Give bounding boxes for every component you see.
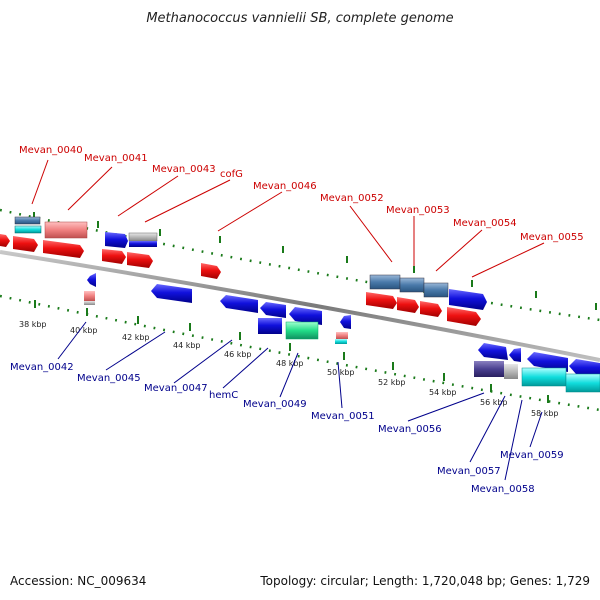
gene-steel [14,216,41,225]
top-major-ticks [33,212,597,310]
gene-pink [84,291,95,301]
scale-label: 38 kbp [19,320,47,329]
gene-label: Mevan_0052 [320,193,384,204]
gene-blue [258,318,282,334]
bottom-gene-labels: Mevan_0042 Mevan_0045 Mevan_0047 hemC Me… [10,362,564,495]
genome-backbone [0,250,600,362]
gene-steel [423,282,449,298]
top-callout-lines [31,159,545,278]
gene-red-arrow [13,236,38,252]
scale-label: 44 kbp [173,341,201,350]
gene-label: Mevan_0047 [144,383,208,394]
gene-red-arrow [397,297,419,313]
bottom-major-ticks [34,300,549,403]
gene-green [285,321,319,340]
gene-blue-arrow [509,348,521,362]
gene-red-arrow [127,252,153,268]
gene-label: Mevan_0057 [437,466,501,477]
gene-blue-arrow [87,273,96,287]
gene-label: Mevan_0043 [152,164,216,175]
gene-label: Mevan_0058 [471,484,535,495]
gene-label: cofG [220,169,243,180]
gene-label: Mevan_0045 [77,373,141,384]
gene-red-arrow [43,240,84,258]
gene-blue-arrow [260,302,286,318]
gene-steel [369,274,401,290]
top-gene-labels: Mevan_0040 Mevan_0041 Mevan_0043 cofG Me… [19,145,584,243]
gene-pink [44,221,88,239]
map-title: Methanococcus vannielii SB, complete gen… [146,11,453,26]
gene-blue [129,241,157,247]
scale-label: 54 kbp [429,388,457,397]
gene-blue-arrow [340,315,351,329]
gene-red-arrow [0,234,10,247]
scale-label: 50 kbp [327,368,355,377]
gene-blue-arrow [449,289,487,310]
gene-cyan [14,225,42,234]
summary-text: Topology: circular; Length: 1,720,048 bp… [259,574,590,588]
gene-pink [336,332,348,339]
gene-label: Mevan_0055 [520,232,584,243]
gene-blue-arrow [569,359,600,378]
genes-upper [14,216,487,310]
scale-label: 56 kbp [480,398,508,407]
gene-blue-arrow [220,295,258,313]
gene-label: Mevan_0051 [311,411,375,422]
gene-gray [84,301,95,305]
accession-text: Accession: NC_009634 [10,574,146,588]
gene-blue-arrow [105,232,128,248]
gene-blue-arrow [527,352,568,372]
gene-blue-arrow [289,307,322,325]
gene-red-arrow [201,263,221,279]
bottom-callout-lines [57,321,543,481]
scale-label: 48 kbp [276,359,304,368]
gene-steel [399,277,425,293]
gene-label: Mevan_0049 [243,399,307,410]
genes-lower [84,273,600,393]
gene-label: Mevan_0040 [19,145,83,156]
gene-red-arrow [366,292,397,309]
gene-label: Mevan_0054 [453,218,517,229]
gene-red-arrow [420,301,442,317]
gene-label: Mevan_0041 [84,153,148,164]
gene-blue-arrow [151,284,192,303]
gene-label: hemC [209,390,238,401]
gene-gray [128,232,158,242]
gene-label: Mevan_0059 [500,450,564,461]
scale-labels: 38 kbp 40 kbp 42 kbp 44 kbp 46 kbp 48 kb… [19,320,559,418]
gene-red-arrow [102,249,126,264]
gene-gray [504,364,518,379]
gene-purple [474,361,504,377]
gene-label: Mevan_0053 [386,205,450,216]
genes-red [0,234,481,326]
gene-label: Mevan_0046 [253,181,317,192]
scale-label: 40 kbp [70,326,98,335]
gene-label: Mevan_0042 [10,362,74,373]
gene-cyan [565,373,600,393]
scale-label: 52 kbp [378,378,406,387]
scale-label: 42 kbp [122,333,150,342]
scale-label: 46 kbp [224,350,252,359]
gene-blue-arrow [478,343,508,360]
gene-cyan [335,339,347,344]
gene-label: Mevan_0056 [378,424,442,435]
scale-label: 58 kbp [531,409,559,418]
gene-red-arrow [447,307,481,326]
gene-cyan [521,367,567,387]
